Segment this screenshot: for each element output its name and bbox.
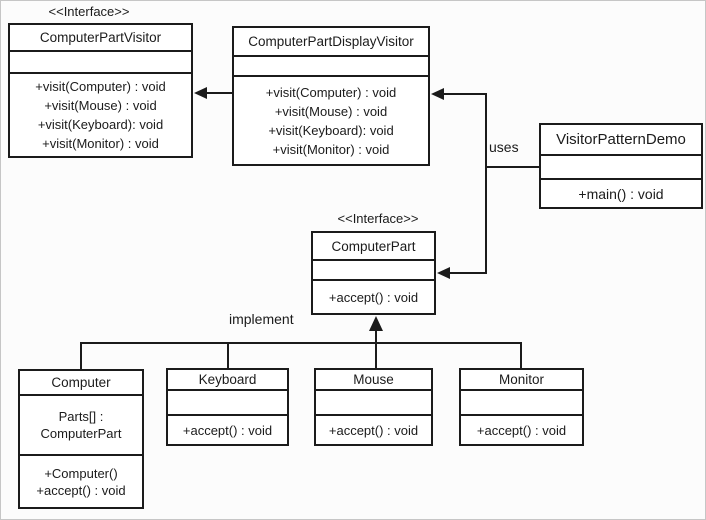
method-line: +main() : void: [578, 185, 664, 202]
class-title: ComputerPart: [313, 233, 434, 261]
interface-stereotype-label: <<Interface>>: [337, 211, 419, 226]
class-methods: +accept() : void: [316, 416, 431, 444]
class-box-visitor-pattern-demo: VisitorPatternDemo +main() : void: [539, 123, 703, 209]
method-line: +visit(Keyboard): void: [37, 117, 164, 132]
method-line: +accept() : void: [182, 422, 273, 438]
method-line: +Computer(): [44, 465, 118, 481]
class-attributes: Parts[] : ComputerPart: [20, 396, 142, 456]
method-line: +visit(Mouse) : void: [274, 103, 388, 119]
method-line: +visit(Monitor) : void: [272, 141, 390, 157]
class-box-computer-part-display-visitor: ComputerPartDisplayVisitor +visit(Comput…: [232, 26, 430, 166]
class-title: Computer: [20, 371, 142, 396]
class-title: VisitorPatternDemo: [541, 125, 701, 156]
method-line: +accept() : void: [328, 289, 419, 305]
class-attributes-empty: [316, 391, 431, 416]
class-methods: +accept() : void: [168, 416, 287, 444]
class-attributes-empty: [234, 57, 428, 77]
class-attributes-empty: [168, 391, 287, 416]
arrowhead-up-icon: [369, 316, 383, 331]
class-attributes-empty: [313, 261, 434, 281]
class-title: ComputerPartDisplayVisitor: [234, 28, 428, 57]
implement-relationship-label: implement: [229, 311, 294, 327]
class-methods: +main() : void: [541, 180, 701, 207]
method-line: +visit(Computer) : void: [35, 79, 166, 94]
method-line: +visit(Mouse) : void: [44, 98, 157, 113]
implements-connector: [80, 316, 522, 370]
interface-stereotype-label: <<Interface>>: [48, 4, 130, 19]
class-methods: +visit(Computer) : void +visit(Mouse) : …: [234, 77, 428, 164]
arrowhead-left-icon: [194, 87, 207, 99]
class-methods: +Computer() +accept() : void: [20, 456, 142, 507]
method-line: +accept() : void: [328, 422, 419, 438]
class-methods: +accept() : void: [461, 416, 582, 444]
class-attributes-empty: [541, 156, 701, 180]
attribute-line: ComputerPart: [40, 426, 122, 441]
uses-connector: [431, 88, 540, 279]
class-title: Keyboard: [168, 370, 287, 391]
class-box-computer-part-visitor: ComputerPartVisitor +visit(Computer) : v…: [8, 23, 193, 158]
method-line: +visit(Monitor) : void: [42, 136, 159, 151]
arrowhead-left-icon: [437, 267, 450, 279]
uses-relationship-label: uses: [489, 139, 519, 155]
class-methods: +visit(Computer) : void +visit(Mouse) : …: [10, 74, 191, 156]
class-box-mouse: Mouse +accept() : void: [314, 368, 433, 446]
method-line: +accept() : void: [476, 422, 567, 438]
class-attributes-empty: [461, 391, 582, 416]
class-box-computer: Computer Parts[] : ComputerPart +Compute…: [18, 369, 144, 509]
class-box-computer-part: ComputerPart +accept() : void: [311, 231, 436, 315]
arrowhead-left-icon: [431, 88, 444, 100]
realization-connector-displayvisitor-to-visitor: [194, 87, 232, 99]
class-box-monitor: Monitor +accept() : void: [459, 368, 584, 446]
method-line: +visit(Keyboard): void: [268, 122, 394, 138]
attribute-line: Parts[] :: [58, 409, 104, 424]
class-attributes-empty: [10, 52, 191, 74]
class-title: Monitor: [461, 370, 582, 391]
method-line: +accept() : void: [36, 482, 126, 498]
class-title: ComputerPartVisitor: [10, 25, 191, 52]
class-methods: +accept() : void: [313, 281, 434, 313]
class-title: Mouse: [316, 370, 431, 391]
class-box-keyboard: Keyboard +accept() : void: [166, 368, 289, 446]
method-line: +visit(Computer) : void: [265, 84, 397, 100]
